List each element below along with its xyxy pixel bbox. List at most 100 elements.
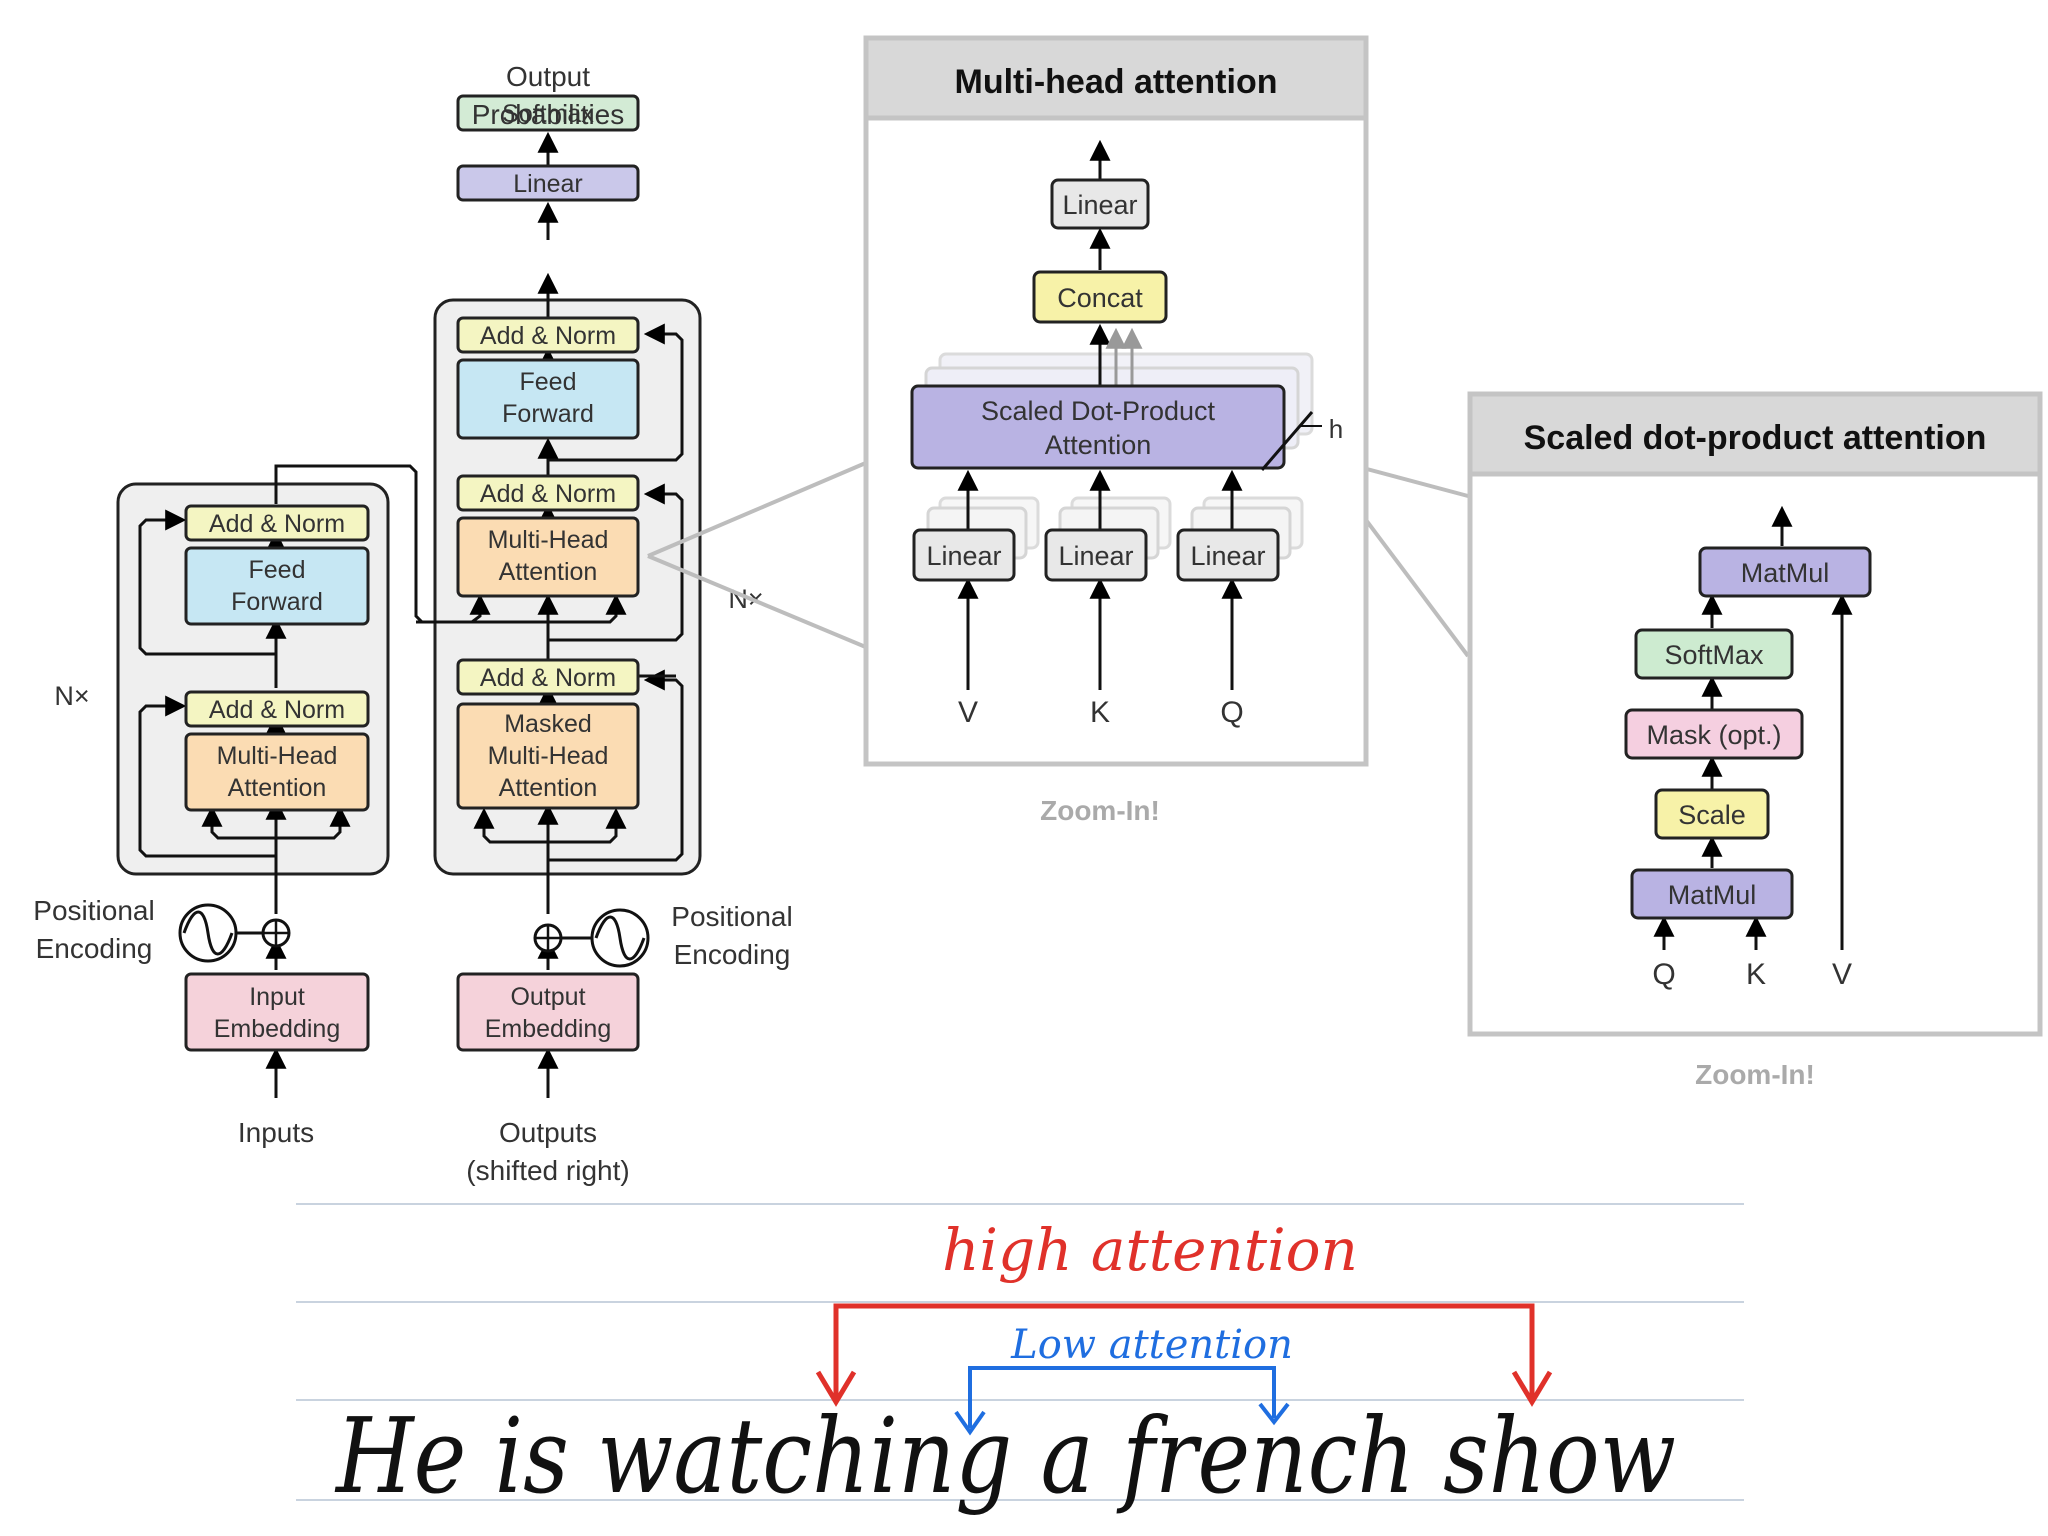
encoder-multi-head-attention [184,732,370,812]
input-embedding-line1: Input [249,983,305,1011]
sdpa-scale-label: Scale [1678,800,1746,830]
multihead-caption: Zoom-In! [1040,795,1160,826]
sdpa-title: Scaled dot-product attention [1524,419,1987,457]
sdpa-caption: Zoom-In! [1695,1059,1815,1090]
low-attention-arrow-left [954,1410,986,1436]
encoder-positional-encoding-line1: Positional [33,895,154,926]
decoder-masked-line3: Attention [499,774,598,802]
multihead-concat-label: Concat [1057,283,1143,313]
sdpa-title-bar [1467,391,2043,477]
decoder-linear-label: Linear [513,170,583,198]
multihead-linear-output [1050,178,1150,230]
multihead-title: Multi-head attention [955,63,1278,101]
encoder-nx-label: N× [54,681,89,711]
decoder-positional-encoding-line2: Encoding [674,939,791,970]
multihead-linear-q-label: Linear [1190,541,1265,571]
encoder-feed-forward [184,546,370,626]
multihead-linear-q [1176,528,1280,582]
multihead-linear-v [912,528,1016,582]
decoder-add-norm-bottom-label: Add & Norm [480,664,616,692]
high-attention-arrow-right [1511,1370,1553,1407]
sdpa-mask-label: Mask (opt.) [1646,720,1781,750]
encoder-mha-line1: Multi-Head [217,742,338,770]
low-attention-bracket [968,1366,1276,1428]
outputs-label-line1: Outputs [499,1117,597,1148]
sdpa-input-k: K [1746,958,1766,991]
multihead-h-label: h [1329,414,1343,444]
decoder-positional-encoding-icon [533,908,650,968]
decoder-softmax-label: Softmax [502,100,594,128]
multihead-concat [1032,270,1168,324]
encoder-add-norm-top [184,504,370,542]
encoder-add-norm-top-label: Add & Norm [209,510,345,538]
sdpa-connections [1653,505,1853,950]
multihead-attention-panel: Multi-head attention [863,35,1369,826]
sdpa-matmul-bottom-label: MatMul [1668,880,1757,910]
multihead-input-v: V [958,696,978,729]
encoder-positional-encoding-line2: Encoding [36,933,153,964]
multihead-sdpa [910,384,1286,470]
multihead-input-k: K [1090,696,1110,729]
output-embedding-line2: Embedding [485,1015,611,1043]
high-attention-arrow-left [815,1370,857,1407]
sdpa-matmul-top-label: MatMul [1741,558,1830,588]
sdpa-scale [1654,788,1770,840]
outputs-label-line2: (shifted right) [466,1155,629,1186]
handwritten-note: high attention Low attention He is watch… [296,1203,1744,1517]
decoder-masked-line1: Masked [504,710,592,738]
input-embedding [184,972,370,1052]
encoder-feed-forward-line1: Feed [249,556,306,584]
decoder-feed-forward-line1: Feed [520,368,577,396]
encoder-add-norm-bottom-label: Add & Norm [209,696,345,724]
sdpa-softmax-label: SoftMax [1664,640,1764,670]
decoder-softmax [456,94,640,132]
sdpa-matmul-bottom [1630,868,1794,920]
sdpa-panel: Scaled dot-product attention MatMul Soft… [1467,391,2043,1090]
ruled-lines [296,1203,1744,1501]
decoder-add-norm-middle [456,474,640,512]
multihead-linear-output-label: Linear [1062,190,1137,220]
decoder-feed-forward-line2: Forward [502,400,594,428]
decoder-masked-line2: Multi-Head [488,742,609,770]
low-attention-arrow-right [1258,1402,1290,1426]
decoder-add-norm-middle-label: Add & Norm [480,480,616,508]
handwritten-sentence: He is watching a french show [334,1395,1676,1517]
multihead-connections [957,139,1243,690]
multihead-sdpa-line1: Scaled Dot-Product [981,396,1216,426]
sdpa-input-v: V [1832,958,1852,991]
multihead-head-arrows [1105,327,1143,386]
low-attention-label: Low attention [1010,1322,1293,1368]
encoder-mha-line2: Attention [228,774,327,802]
decoder-multi-head-attention [456,516,640,598]
decoder-feed-forward [456,358,640,440]
decoder-add-norm-top-label: Add & Norm [480,322,616,350]
multihead-title-bar [863,35,1369,121]
decoder-linear [456,164,640,202]
decoder-mha-line1: Multi-Head [488,526,609,554]
encoder-feed-forward-line2: Forward [231,588,323,616]
output-embedding-line1: Output [510,983,585,1011]
multihead-linear-k-label: Linear [1058,541,1133,571]
decoder-add-norm-top [456,316,640,354]
input-embedding-line2: Embedding [214,1015,340,1043]
decoder-masked-multi-head-attention [456,702,640,810]
inputs-label: Inputs [238,1117,314,1148]
encoder-block [116,482,390,876]
encoder-positional-encoding-icon [178,903,291,963]
multihead-linear-v-label: Linear [926,541,1001,571]
sdpa-softmax [1634,628,1794,680]
encoder-add-norm-bottom [184,690,370,728]
multihead-linear-k [1044,528,1148,582]
multihead-sdpa-line2: Attention [1045,430,1152,460]
sdpa-mask [1624,708,1804,760]
output-probabilities-line1: Output [506,61,590,92]
decoder-positional-encoding-line1: Positional [671,901,792,932]
high-attention-label: high attention [942,1216,1358,1284]
high-attention-bracket [833,1303,1535,1398]
sdpa-input-q: Q [1652,958,1675,991]
output-probabilities-line2: Probabilities [472,99,625,130]
output-embedding [456,972,640,1052]
sdpa-matmul-top [1698,546,1872,598]
multihead-input-q: Q [1220,696,1243,729]
